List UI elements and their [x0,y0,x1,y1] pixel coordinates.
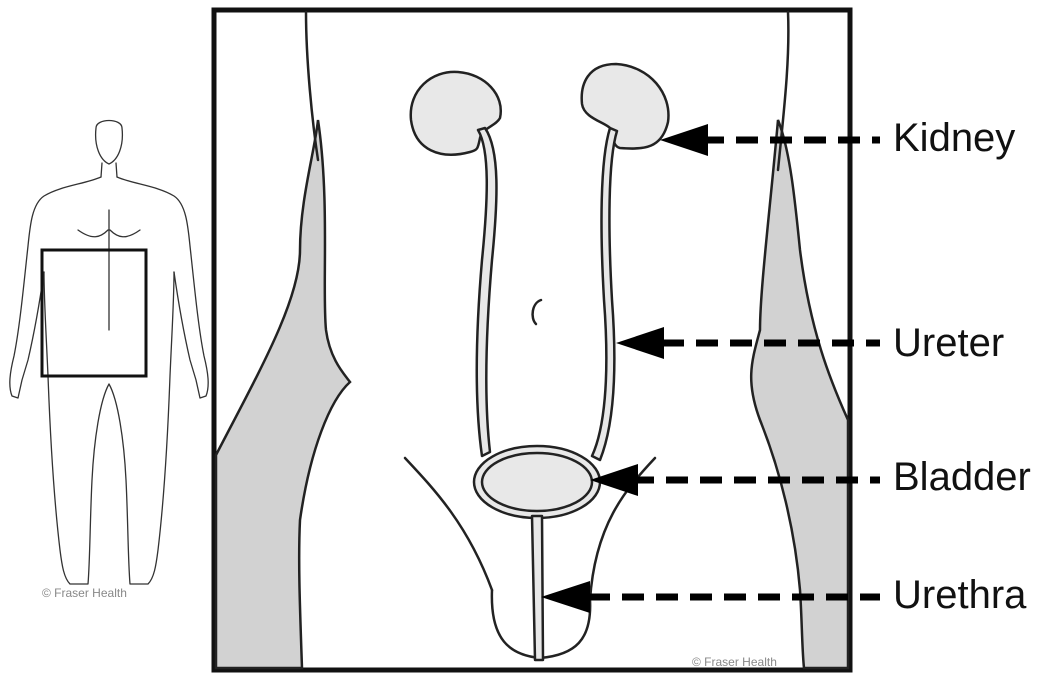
detail-panel-copyright: © Fraser Health [692,655,777,669]
kidney-label: Kidney [893,116,1015,160]
detail-panel: © Fraser Health [214,10,850,670]
bladder-label: Bladder [893,455,1031,499]
body-figure: © Fraser Health [10,121,208,601]
ureter-label: Ureter [893,321,1004,365]
urethra-label: Urethra [893,573,1027,617]
body-figure-copyright: © Fraser Health [42,586,127,600]
urethra-tube [532,516,543,660]
bladder-inner [482,453,592,511]
selection-box [42,250,146,376]
